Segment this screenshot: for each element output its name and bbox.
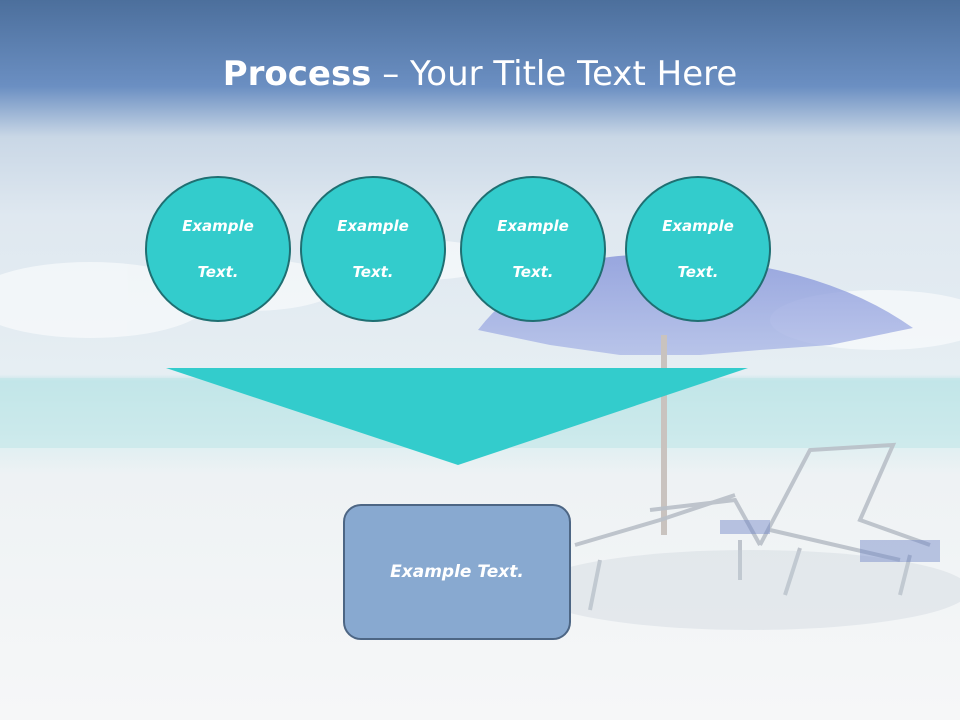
circle-2-line-2: Text.	[352, 262, 394, 281]
circle-4-line-1: Example	[662, 216, 734, 235]
circle-1-line-2: Text.	[197, 262, 239, 281]
result-box-label: Example Text.	[390, 562, 524, 582]
title-rest-part: – Your Title Text Here	[371, 54, 738, 94]
funnel-arrow	[166, 368, 748, 465]
result-box[interactable]: Example Text.	[343, 504, 571, 640]
circle-1-line-1: Example	[182, 216, 254, 235]
title-bold-part: Process	[222, 54, 372, 94]
circle-3-line-2: Text.	[512, 262, 554, 281]
circle-2-line-1: Example	[337, 216, 409, 235]
circle-4-line-2: Text.	[677, 262, 719, 281]
circle-3-line-1: Example	[497, 216, 569, 235]
lounge-chairs-graphic	[574, 442, 931, 611]
slide-title: Process – Your Title Text Here	[0, 52, 960, 96]
